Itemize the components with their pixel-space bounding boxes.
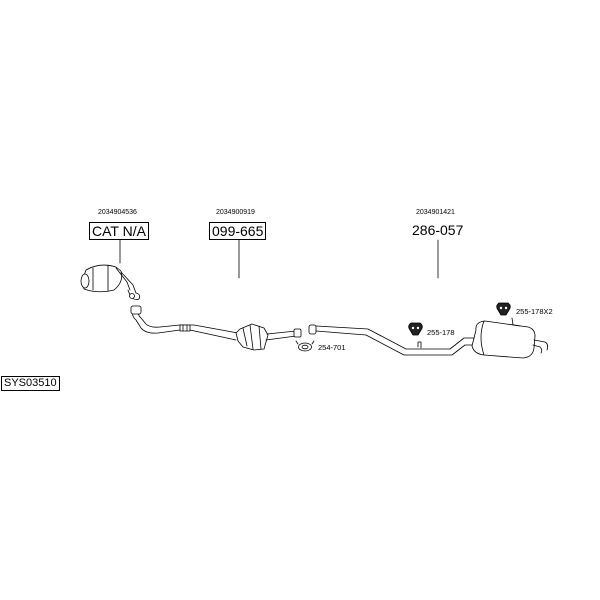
clamp-part xyxy=(295,340,315,352)
part-number-catalyst: 2034900919 xyxy=(216,209,255,216)
front-catalyst-part xyxy=(80,264,140,300)
catalytic-converter-part xyxy=(235,323,302,351)
clamp-code-label[interactable]: 254-701 xyxy=(318,343,346,352)
part-code-front-catalyst[interactable]: CAT N/A xyxy=(89,222,149,240)
part-code-rear-section[interactable]: 286-057 xyxy=(412,222,464,238)
front-pipe-part xyxy=(130,305,239,341)
part-number-front-catalyst: 2034904536 xyxy=(98,209,137,216)
mount-front-code-label[interactable]: 255-178 xyxy=(427,328,455,337)
mount-rear-code-label[interactable]: 255-178X2 xyxy=(516,307,553,316)
rubber-mount-icon-rear xyxy=(496,302,511,316)
part-number-rear-section: 2034901421 xyxy=(416,209,455,216)
part-code-catalyst[interactable]: 099-665 xyxy=(209,222,267,240)
rear-silencer-part xyxy=(308,317,549,359)
rubber-mount-icon-front xyxy=(408,322,423,336)
system-id-label: SYS03510 xyxy=(1,376,60,391)
